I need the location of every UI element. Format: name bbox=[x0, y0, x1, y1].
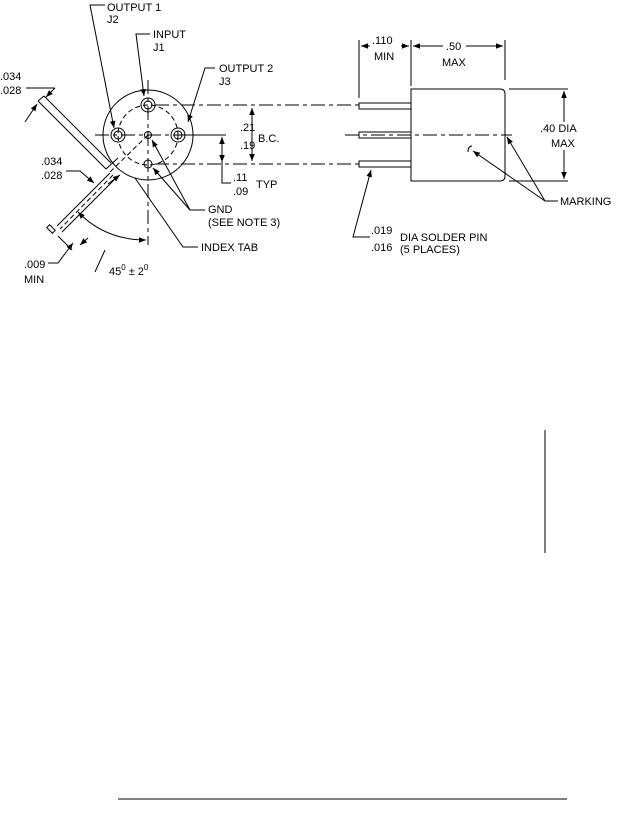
dia-max: MAX bbox=[551, 138, 576, 150]
tab-thick-max: .034 bbox=[41, 156, 62, 168]
pin-places: (5 PLACES) bbox=[400, 244, 460, 256]
gap-value: .009 bbox=[24, 259, 45, 271]
gap-min: MIN bbox=[24, 274, 44, 286]
label-j2: J2 bbox=[107, 14, 119, 26]
pin-gnd-bottom bbox=[143, 159, 153, 169]
pin-len-min: MIN bbox=[374, 51, 394, 63]
pin-dia-min: .016 bbox=[371, 242, 392, 254]
label-gnd-note: (SEE NOTE 3) bbox=[208, 217, 280, 229]
angle-label: 450± 20 bbox=[109, 263, 149, 278]
tab-width-min: .028 bbox=[0, 85, 21, 97]
pin-label: DIA SOLDER PIN bbox=[400, 232, 487, 244]
label-output1: OUTPUT 1 bbox=[107, 2, 161, 14]
typ-label: TYP bbox=[256, 179, 277, 191]
typ-max: .11 bbox=[233, 172, 247, 184]
typ-min: .09 bbox=[233, 186, 248, 198]
marking-symbol bbox=[467, 145, 473, 153]
label-input: INPUT bbox=[153, 29, 186, 41]
bc-min: .19 bbox=[240, 140, 255, 152]
pin-output1 bbox=[110, 127, 126, 143]
body-len-max: MAX bbox=[442, 57, 467, 69]
label-index-tab: INDEX TAB bbox=[201, 242, 258, 254]
label-gnd: GND bbox=[208, 204, 233, 216]
body-side bbox=[410, 88, 506, 182]
label-j3: J3 bbox=[219, 76, 231, 88]
label-j1: J1 bbox=[153, 42, 165, 54]
pin-len: .110 bbox=[372, 35, 393, 47]
side-view bbox=[345, 40, 568, 238]
label-output2: OUTPUT 2 bbox=[219, 63, 273, 75]
body-len: .50 bbox=[446, 41, 461, 53]
pin-gnd-center bbox=[144, 131, 152, 139]
bc-label: B.C. bbox=[258, 133, 279, 145]
bc-max: .21 bbox=[240, 122, 255, 134]
bottom-view bbox=[24, 4, 360, 273]
tab-width-max: .034 bbox=[0, 71, 21, 83]
pin-dia-max: .019 bbox=[371, 225, 392, 237]
tab-thick-min: .028 bbox=[41, 170, 62, 182]
label-marking: MARKING bbox=[560, 196, 611, 208]
dia: .40 DIA bbox=[540, 123, 577, 135]
